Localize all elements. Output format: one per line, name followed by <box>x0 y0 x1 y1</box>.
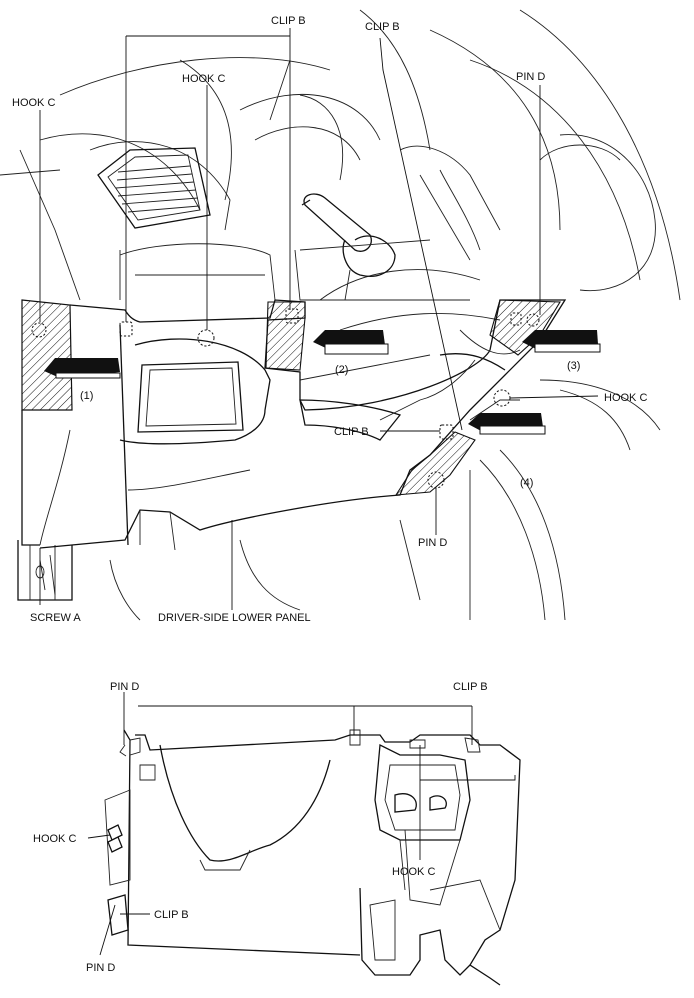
label-step-1: (1) <box>80 390 93 402</box>
label-step-3: (3) <box>567 360 580 372</box>
arrow-3 <box>522 330 601 353</box>
label-step-2: (2) <box>335 364 348 376</box>
air-vent <box>97 147 211 229</box>
hatch-pin-d-4 <box>394 431 476 496</box>
label-pin-d-right: PIN D <box>516 71 545 83</box>
label-hook-c-lower-center: HOOK C <box>392 866 435 878</box>
arrow-2 <box>313 330 389 355</box>
label-clip-b-top-right: CLIP B <box>365 21 400 33</box>
label-step-4: (4) <box>520 477 533 489</box>
dashboard-background <box>0 9 681 621</box>
lower-leader-lines <box>87 692 516 956</box>
panel-back-outline <box>104 729 521 986</box>
leader-lines <box>39 28 599 610</box>
label-clip-b-mid: CLIP B <box>334 426 369 438</box>
label-pin-d-mid: PIN D <box>418 537 447 549</box>
steering-column <box>301 193 396 301</box>
label-hook-c-left: HOOK C <box>12 97 55 109</box>
label-pin-d-lower-bottom: PIN D <box>86 962 115 974</box>
label-clip-b-lower-top: CLIP B <box>453 681 488 693</box>
hatch-clip-b-2 <box>265 301 306 371</box>
cluster-hood <box>294 239 470 301</box>
label-hook-c-center: HOOK C <box>182 73 225 85</box>
lower-view: PIN D CLIP B HOOK C HOOK C CLIP B PIN D <box>33 681 521 986</box>
upper-view: CLIP B CLIP B HOOK C PIN D HOOK C (1) (2… <box>0 9 681 624</box>
label-screw-a: SCREW A <box>30 612 81 624</box>
arrow-4 <box>468 413 546 435</box>
left-side-panel <box>17 299 73 601</box>
label-clip-b-lower-left: CLIP B <box>154 909 189 921</box>
label-hook-c-right: HOOK C <box>604 392 647 404</box>
label-clip-b-top-left: CLIP B <box>271 15 306 27</box>
label-driver-side-lower-panel: DRIVER-SIDE LOWER PANEL <box>158 612 311 624</box>
label-hook-c-lower-left: HOOK C <box>33 833 76 845</box>
label-pin-d-lower-top: PIN D <box>110 681 139 693</box>
arrow-1 <box>44 358 121 379</box>
